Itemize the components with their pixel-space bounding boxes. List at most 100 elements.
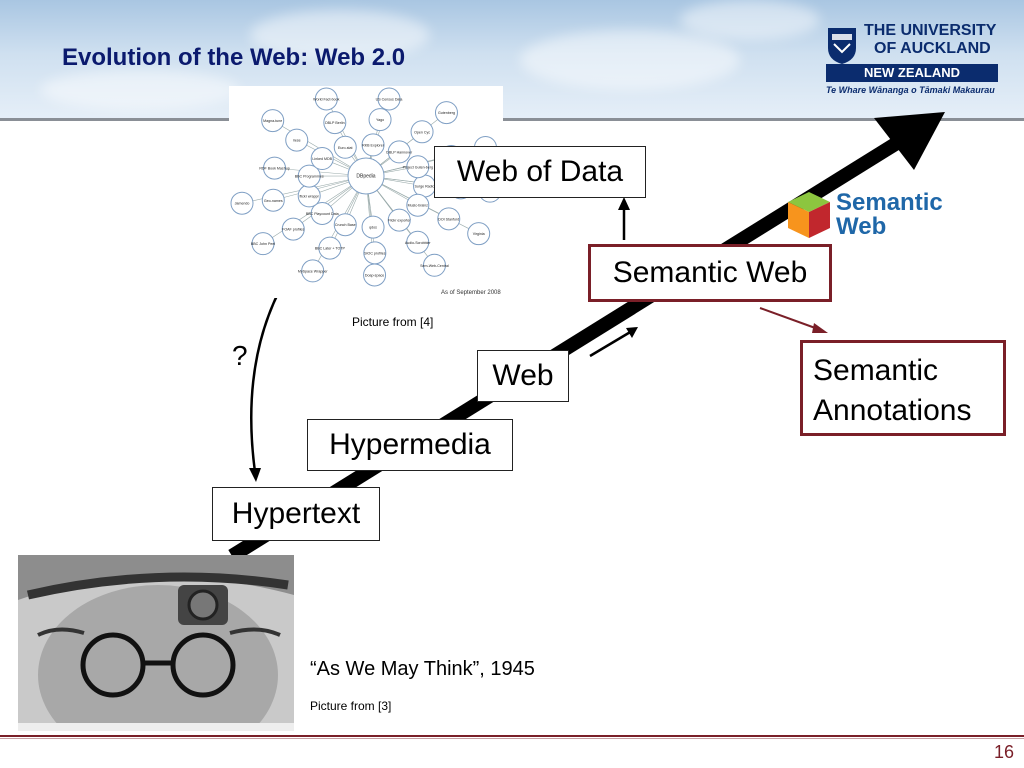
university-logo: THE UNIVERSITY OF AUCKLAND NEW ZEALAND T… bbox=[826, 22, 1004, 102]
logo-line-2: OF AUCKLAND bbox=[874, 40, 991, 57]
lod-node-label: flickr wrappr bbox=[300, 194, 320, 198]
picture-credit-4: Picture from [4] bbox=[352, 315, 434, 329]
lod-node: FOAF profiles bbox=[281, 217, 305, 241]
lod-node-label: Surge Radio bbox=[415, 185, 435, 189]
lod-node-label: BBC John Peel bbox=[251, 242, 276, 246]
lod-node: Magna-tune bbox=[261, 109, 285, 133]
lod-node-label: Flickr exporter bbox=[388, 219, 412, 223]
logo-line-4: Te Whare Wānanga o Tāmaki Makaurau bbox=[826, 85, 995, 95]
annotation-arrow-head bbox=[812, 323, 828, 333]
lod-node-label: FOAF profiles bbox=[282, 228, 304, 232]
lod-node: Yago bbox=[368, 108, 392, 132]
lod-node: MySpace Wrapper bbox=[298, 259, 328, 283]
curved-arrow-head bbox=[249, 468, 261, 482]
lod-node: BBC Later + TOTP bbox=[315, 236, 346, 260]
lod-node-label: RKB Explorer bbox=[362, 143, 385, 147]
header-divider bbox=[0, 118, 1024, 121]
up-arrow-head bbox=[618, 197, 630, 210]
lod-node-label: Euro-stat bbox=[338, 146, 353, 150]
as-we-may-think-photo bbox=[18, 555, 294, 731]
header-cloud bbox=[40, 70, 240, 110]
lod-node: Geo-names bbox=[261, 188, 285, 212]
lod-node-label: qdos bbox=[369, 226, 377, 230]
stage-hypertext: Hypertext bbox=[212, 487, 380, 541]
lod-node: RKB Explorer bbox=[361, 133, 385, 157]
logo-line-1: THE UNIVERSITY bbox=[864, 22, 997, 39]
lod-node: Linked MDB bbox=[310, 147, 334, 171]
lod-node-label: BBC Playcount Data bbox=[306, 212, 339, 216]
lod-node: Gutenberg bbox=[434, 101, 458, 125]
lod-node-label: Geo-names bbox=[264, 199, 283, 203]
header-cloud bbox=[250, 10, 430, 60]
small-parallel-arrow bbox=[589, 329, 633, 358]
lod-node-label: Jamendo bbox=[235, 202, 250, 206]
lod-node-label: Audio-Scrobbler bbox=[405, 241, 432, 245]
lod-node: Flickr exporter bbox=[387, 208, 412, 232]
lod-node-label: Linked MDB bbox=[312, 157, 332, 161]
university-crest-icon bbox=[828, 28, 856, 64]
semantic-annotations-box: Semantic Annotations bbox=[800, 340, 1006, 436]
lod-node: BBC Playcount Data bbox=[306, 201, 339, 225]
lod-node-label: Magna-tune bbox=[263, 119, 282, 123]
lod-node-label: Sem-Web-Central bbox=[420, 264, 449, 268]
lod-node: DBpedia bbox=[347, 157, 385, 195]
picture-credit-3: Picture from [3] bbox=[310, 699, 392, 713]
lod-node: BBC Programmes bbox=[295, 164, 324, 188]
lod-node: riese bbox=[285, 128, 309, 152]
semantic-web-logo-line2: Web bbox=[836, 213, 887, 240]
lod-node: flickr wrappr bbox=[297, 184, 321, 208]
lod-node: Doap-space bbox=[363, 263, 387, 287]
lod-node-label: Crunch Base bbox=[335, 223, 356, 227]
question-mark: ? bbox=[232, 340, 248, 371]
lod-node-label: Doap-space bbox=[365, 274, 384, 278]
lod-node: World Fact-book bbox=[313, 87, 340, 111]
lod-node-label: DBLP Hannover bbox=[386, 150, 413, 154]
lod-node: DOI Stanford bbox=[437, 207, 461, 231]
semantic-web-cube-icon bbox=[788, 192, 830, 238]
as-we-may-think-caption: “As We May Think”, 1945 bbox=[310, 658, 535, 680]
small-parallel-arrow-head bbox=[626, 327, 638, 338]
footer-divider bbox=[0, 735, 1024, 737]
lod-node-label: SIOC profiles bbox=[364, 251, 386, 255]
stage-semantic-web: Semantic Web bbox=[588, 244, 832, 302]
lod-node-label: Gutenberg bbox=[438, 111, 455, 115]
lod-node-label: DBLP Berlin bbox=[325, 121, 345, 125]
stage-hypermedia: Hypermedia bbox=[307, 419, 513, 471]
lod-node-label: MySpace Wrapper bbox=[298, 269, 328, 273]
lod-node: Virginia bbox=[467, 222, 491, 246]
lod-node-label: riese bbox=[293, 139, 301, 143]
lod-node: Sem-Web-Central bbox=[420, 253, 449, 277]
lod-node: Crunch Base bbox=[333, 213, 357, 237]
lod-node-label: US Census Data bbox=[376, 98, 403, 102]
lod-node: Music-brainz bbox=[406, 193, 430, 217]
evolution-arrow-head bbox=[874, 112, 945, 170]
lod-node: Project Guten-berg bbox=[403, 155, 433, 179]
footer-divider-thin bbox=[0, 738, 1024, 739]
lod-node-label: DOI Stanford bbox=[438, 217, 459, 221]
lod-node-label: Yago bbox=[376, 118, 384, 122]
lod-node-label: BBC Later + TOTP bbox=[315, 247, 346, 251]
lod-node: DBLP Hannover bbox=[386, 140, 413, 164]
lod-node-label: Open Cyc bbox=[414, 130, 430, 134]
header-cloud bbox=[680, 0, 820, 40]
lod-node-label: Music-brainz bbox=[408, 204, 429, 208]
annotation-arrow bbox=[759, 307, 819, 330]
slide-header bbox=[0, 0, 1024, 120]
lod-node-label: Project Guten-berg bbox=[403, 165, 433, 169]
lod-node-label: DBpedia bbox=[356, 174, 375, 180]
stage-web-of-data: Web of Data bbox=[434, 146, 646, 198]
page-number: 16 bbox=[993, 742, 1014, 762]
lod-node: qdos bbox=[361, 215, 385, 239]
lod-node: Audio-Scrobbler bbox=[405, 230, 432, 254]
header-cloud bbox=[520, 30, 740, 90]
curved-arrow bbox=[250, 279, 287, 473]
lod-node: BBC John Peel bbox=[251, 232, 276, 256]
svg-text:As of September 2008: As of September 2008 bbox=[441, 290, 501, 296]
lod-node: SIOC profiles bbox=[363, 241, 387, 265]
logo-line-3: NEW ZEALAND bbox=[826, 64, 998, 82]
lod-node: DBLP Berlin bbox=[323, 111, 347, 135]
lod-node-label: RDF Book Mashup bbox=[259, 167, 289, 171]
lod-node: RDF Book Mashup bbox=[259, 156, 290, 180]
semantic-web-logo: Semantic Web bbox=[786, 190, 956, 240]
